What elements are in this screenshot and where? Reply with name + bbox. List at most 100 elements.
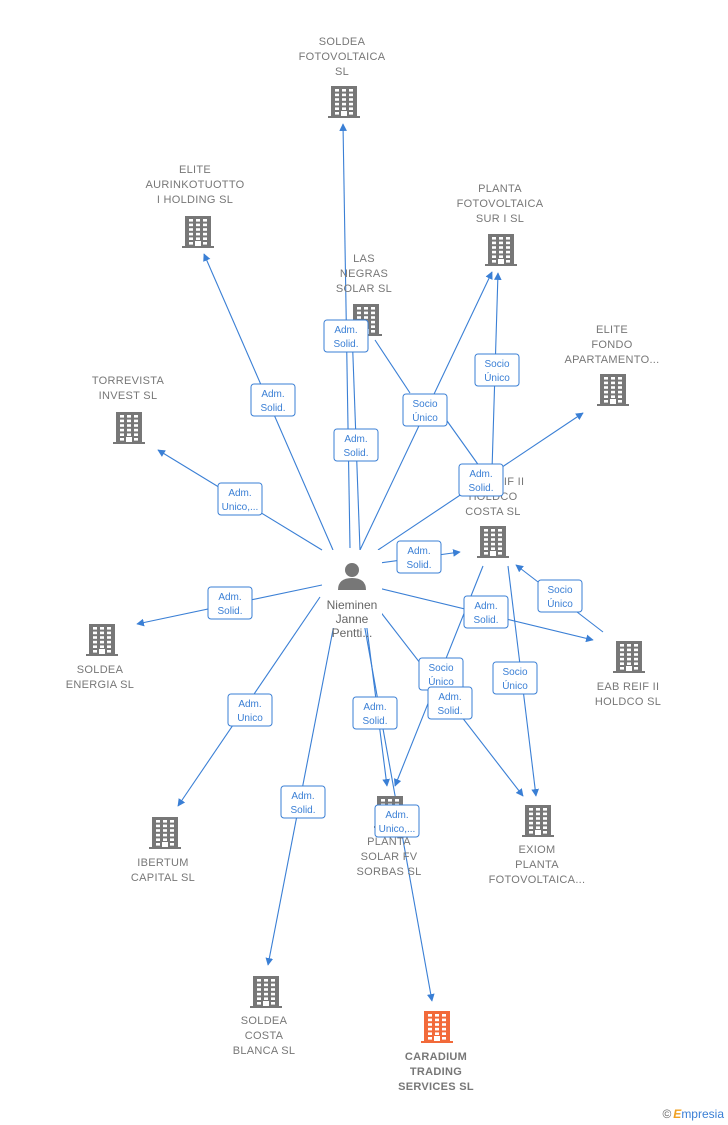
node-label: SOLAR SL (336, 283, 392, 295)
node-nieminen[interactable]: NieminenJannePentti... (322, 550, 382, 640)
edge-label-box (396, 540, 442, 574)
edge-label-text: Solid. (406, 560, 431, 571)
e-torrevista-label[interactable]: Adm.Unico,... (217, 482, 263, 516)
e-elite-aurinkotuotto-label[interactable]: Adm.Solid. (250, 383, 296, 417)
node-label: AURINKOTUOTTO (145, 179, 244, 191)
node-label: TORREVISTA (92, 375, 165, 387)
node-label: COSTA (245, 1030, 284, 1042)
node-label: TRADING (410, 1066, 462, 1078)
edge-label-text: Solid. (260, 403, 285, 414)
edge-label-box (492, 661, 538, 695)
edge-label-box (458, 463, 504, 497)
brand-name: mpresia (681, 1107, 724, 1121)
edge-label-text: Adm. (438, 692, 461, 703)
edge-label-text: Unico (237, 713, 263, 724)
edge-label-text: Único (412, 411, 438, 424)
e-exiom-label[interactable]: Adm.Solid. (427, 686, 473, 720)
edge-label-text: Adm. (363, 702, 386, 713)
edge-label-text: Unico,... (379, 824, 416, 835)
node-label: CAPITAL SL (131, 872, 195, 884)
edge-label-text: Único (502, 679, 528, 692)
person-label: Janne (336, 612, 369, 626)
building-icon (182, 216, 214, 248)
edge-label-text: Adm. (218, 592, 241, 603)
building-icon (613, 641, 645, 673)
node-label: NEGRAS (340, 268, 388, 280)
e-sorbas-label[interactable]: Adm. Solid. (352, 696, 398, 730)
edge-label-box (352, 696, 398, 730)
e-costa-blanca-label[interactable]: Adm.Solid. (280, 785, 326, 819)
node-label: FOTOVOLTAICA... (489, 874, 586, 886)
edge-label-box (323, 319, 369, 353)
building-icon (149, 817, 181, 849)
edge-label-text: Adm. (469, 469, 492, 480)
edge-label-text: Adm. (344, 434, 367, 445)
edge-label-text: Socio (484, 359, 509, 370)
empresia-brand[interactable]: ©Empresia (662, 1107, 724, 1121)
node-label: EXIOM (519, 844, 556, 856)
edge-label-text: Adm. (238, 699, 261, 710)
edge-label-box (333, 428, 379, 462)
edge-label-text: Solid. (468, 483, 493, 494)
brand-initial: E (673, 1107, 682, 1121)
person-label: Nieminen (327, 598, 378, 612)
edge-label-box (250, 383, 296, 417)
edge-label-box (207, 586, 253, 620)
e-caradium-label[interactable]: Adm.Unico,... (374, 804, 420, 838)
e-elite-fondo-label[interactable]: Adm. Solid. (458, 463, 504, 497)
e-holdco-costa-label[interactable]: Adm. Solid. (396, 540, 442, 574)
edge-label-text: Socio (412, 399, 437, 410)
person-label: Pentti... (332, 626, 373, 640)
node-label: APARTAMENTO... (564, 354, 659, 366)
person-icon (338, 563, 366, 590)
edge-label-box (374, 804, 420, 838)
edge-label-text: Único (547, 597, 573, 610)
node-exiom-planta[interactable]: EXIOMPLANTAFOTOVOLTAICA... (489, 805, 586, 886)
e-soldea-fotovoltaica-label[interactable]: Adm.Solid. (333, 428, 379, 462)
edge-label-box (474, 353, 520, 387)
node-label: SOLAR FV (361, 851, 418, 863)
edge-label-text: Solid. (473, 615, 498, 626)
node-label: FOTOVOLTAICA (299, 51, 386, 63)
node-label: PLANTA (367, 836, 411, 848)
building-icon (113, 412, 145, 444)
node-label: SOLDEA (241, 1015, 288, 1027)
node-label: PLANTA (478, 183, 522, 195)
e-ibertum-label[interactable]: Adm. Unico (227, 693, 273, 727)
node-label: FOTOVOLTAICA (457, 198, 544, 210)
edge-label-box (280, 785, 326, 819)
e-sorbas-line (363, 604, 390, 787)
edge-labels-layer: Adm.Solid.Adm.Solid.Adm.Solid.SocioÚnico… (207, 319, 583, 838)
edge-label-box (537, 579, 583, 613)
edge-label-text: Solid. (333, 339, 358, 350)
edge-label-text: Socio (547, 585, 572, 596)
edge-label-box (402, 393, 448, 427)
edge-label-text: Único (428, 675, 454, 688)
edge-label-box (463, 595, 509, 629)
node-elite-fondo[interactable]: ELITEFONDOAPARTAMENTO... (564, 324, 659, 406)
edge-label-box (427, 686, 473, 720)
e-eab-holdco-label[interactable]: Adm.Solid. (463, 595, 509, 629)
building-icon (485, 234, 517, 266)
edge-label-text: Adm. (407, 546, 430, 557)
node-label: SOLDEA (77, 664, 124, 676)
e-soldea-energia-label[interactable]: Adm.Solid. (207, 586, 253, 620)
e-las-negras-label[interactable]: Adm.Solid. (323, 319, 369, 353)
edge-label-text: Solid. (362, 716, 387, 727)
node-label: SORBAS SL (356, 866, 421, 878)
